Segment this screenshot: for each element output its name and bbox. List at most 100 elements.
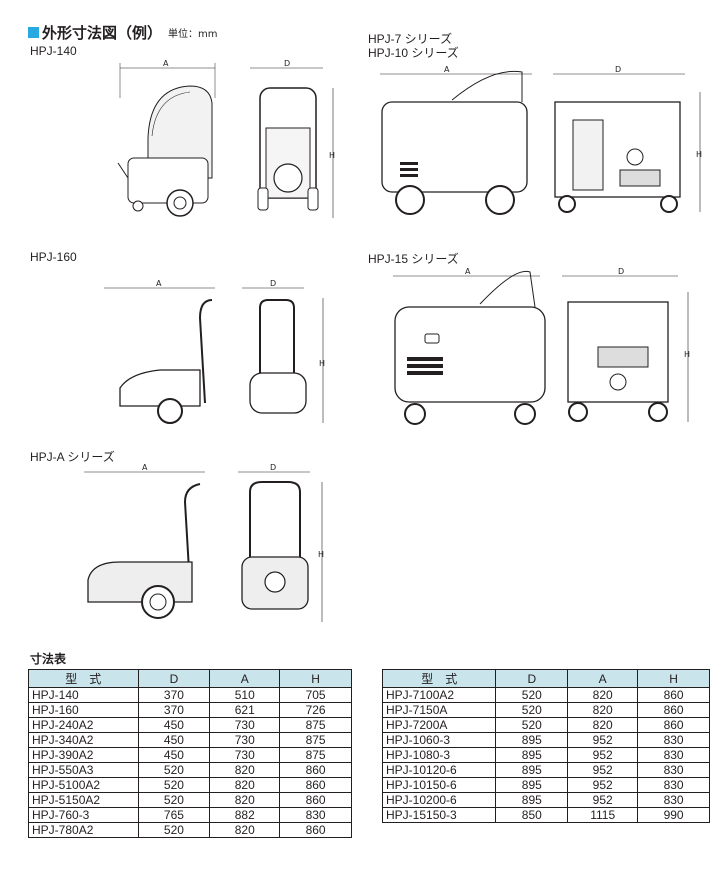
table-title: 寸法表 [30, 652, 67, 666]
cell-d: 895 [495, 777, 569, 793]
table-header-row: 型 式 D A H [381, 669, 710, 688]
cell-d: 895 [495, 792, 569, 808]
header-a: A [209, 669, 281, 688]
dim-d-label: D [270, 463, 276, 472]
cell-model: HPJ-340A2 [28, 732, 139, 748]
cell-d: 450 [137, 747, 211, 763]
dim-h-label: H [696, 150, 702, 159]
dim-a-label: A [444, 65, 450, 74]
header-h: H [637, 669, 710, 688]
cell-h: 860 [637, 702, 710, 718]
cell-d: 520 [495, 702, 569, 718]
cell-h: 860 [279, 792, 352, 808]
cell-d: 520 [137, 792, 211, 808]
dim-a-label: A [465, 267, 471, 276]
dim-h-label: H [318, 550, 324, 559]
cell-model: HPJ-1080-3 [381, 747, 497, 763]
table-header-row: 型 式 D A H [28, 669, 352, 688]
header-h: H [279, 669, 352, 688]
dim-h-label: H [319, 359, 325, 368]
blue-square-icon [28, 27, 39, 38]
cell-h: 830 [637, 777, 710, 793]
cell-a: 1115 [567, 807, 639, 823]
cell-h: 830 [279, 807, 352, 823]
cell-d: 850 [495, 807, 569, 823]
cell-model: HPJ-1060-3 [381, 732, 497, 748]
header-model: 型 式 [28, 669, 139, 688]
cell-a: 820 [209, 762, 281, 778]
dim-d-label: D [618, 267, 624, 276]
cell-a: 820 [567, 717, 639, 733]
cell-h: 860 [279, 777, 352, 793]
cell-h: 860 [637, 717, 710, 733]
cell-d: 895 [495, 762, 569, 778]
dim-d-label: D [615, 65, 621, 74]
cell-h: 860 [279, 822, 352, 838]
cell-d: 520 [137, 822, 211, 838]
hpj-160-front-drawing: D H [242, 279, 325, 423]
cell-h: 860 [279, 762, 352, 778]
cell-a: 510 [209, 687, 281, 703]
cell-model: HPJ-10200-6 [381, 792, 497, 808]
cell-d: 520 [137, 762, 211, 778]
label-hpj-a-series: HPJ-A シリーズ [30, 450, 115, 464]
cell-a: 730 [209, 747, 281, 763]
cell-model: HPJ-140 [28, 687, 139, 703]
cell-a: 820 [567, 687, 639, 703]
cell-model: HPJ-240A2 [28, 717, 139, 733]
cell-h: 875 [279, 732, 352, 748]
label-hpj-140: HPJ-140 [30, 44, 77, 58]
cell-a: 621 [209, 702, 281, 718]
cell-h: 726 [279, 702, 352, 718]
cell-h: 830 [637, 792, 710, 808]
cell-model: HPJ-550A3 [28, 762, 139, 778]
section-heading: 外形寸法図（例） 単位：mm [28, 22, 218, 43]
hpj-a-side-drawing: A [84, 463, 205, 619]
cell-model: HPJ-160 [28, 702, 139, 718]
hpj-140-side-drawing: A [117, 59, 216, 217]
cell-a: 952 [567, 747, 639, 763]
cell-model: HPJ-7200A [381, 717, 497, 733]
hpj-7-10-side-drawing: A [380, 65, 532, 215]
cell-model: HPJ-7150A [381, 702, 497, 718]
dim-h-label: H [684, 350, 690, 359]
cell-model: HPJ-10120-6 [381, 762, 497, 778]
cell-model: HPJ-780A2 [28, 822, 139, 838]
label-hpj-10-series: HPJ-10 シリーズ [368, 46, 459, 60]
cell-a: 820 [209, 777, 281, 793]
hpj-7-10-front-drawing: D H [553, 65, 702, 213]
cell-a: 820 [567, 702, 639, 718]
cell-h: 830 [637, 747, 710, 763]
cell-h: 990 [637, 807, 710, 823]
cell-h: 875 [279, 717, 352, 733]
cell-model: HPJ-7100A2 [381, 687, 497, 703]
hpj-15-front-drawing: D H [562, 267, 690, 422]
label-hpj-160: HPJ-160 [30, 250, 77, 264]
cell-d: 895 [495, 747, 569, 763]
cell-d: 450 [137, 732, 211, 748]
header-d: D [495, 669, 569, 688]
dim-a-label: A [156, 279, 162, 288]
cell-model: HPJ-390A2 [28, 747, 139, 763]
cell-h: 875 [279, 747, 352, 763]
cell-a: 730 [209, 717, 281, 733]
cell-a: 952 [567, 732, 639, 748]
hpj-15-side-drawing: A [393, 267, 546, 425]
cell-d: 520 [495, 687, 569, 703]
cell-d: 895 [495, 732, 569, 748]
cell-h: 860 [637, 687, 710, 703]
cell-model: HPJ-10150-6 [381, 777, 497, 793]
cell-model: HPJ-5150A2 [28, 792, 139, 808]
